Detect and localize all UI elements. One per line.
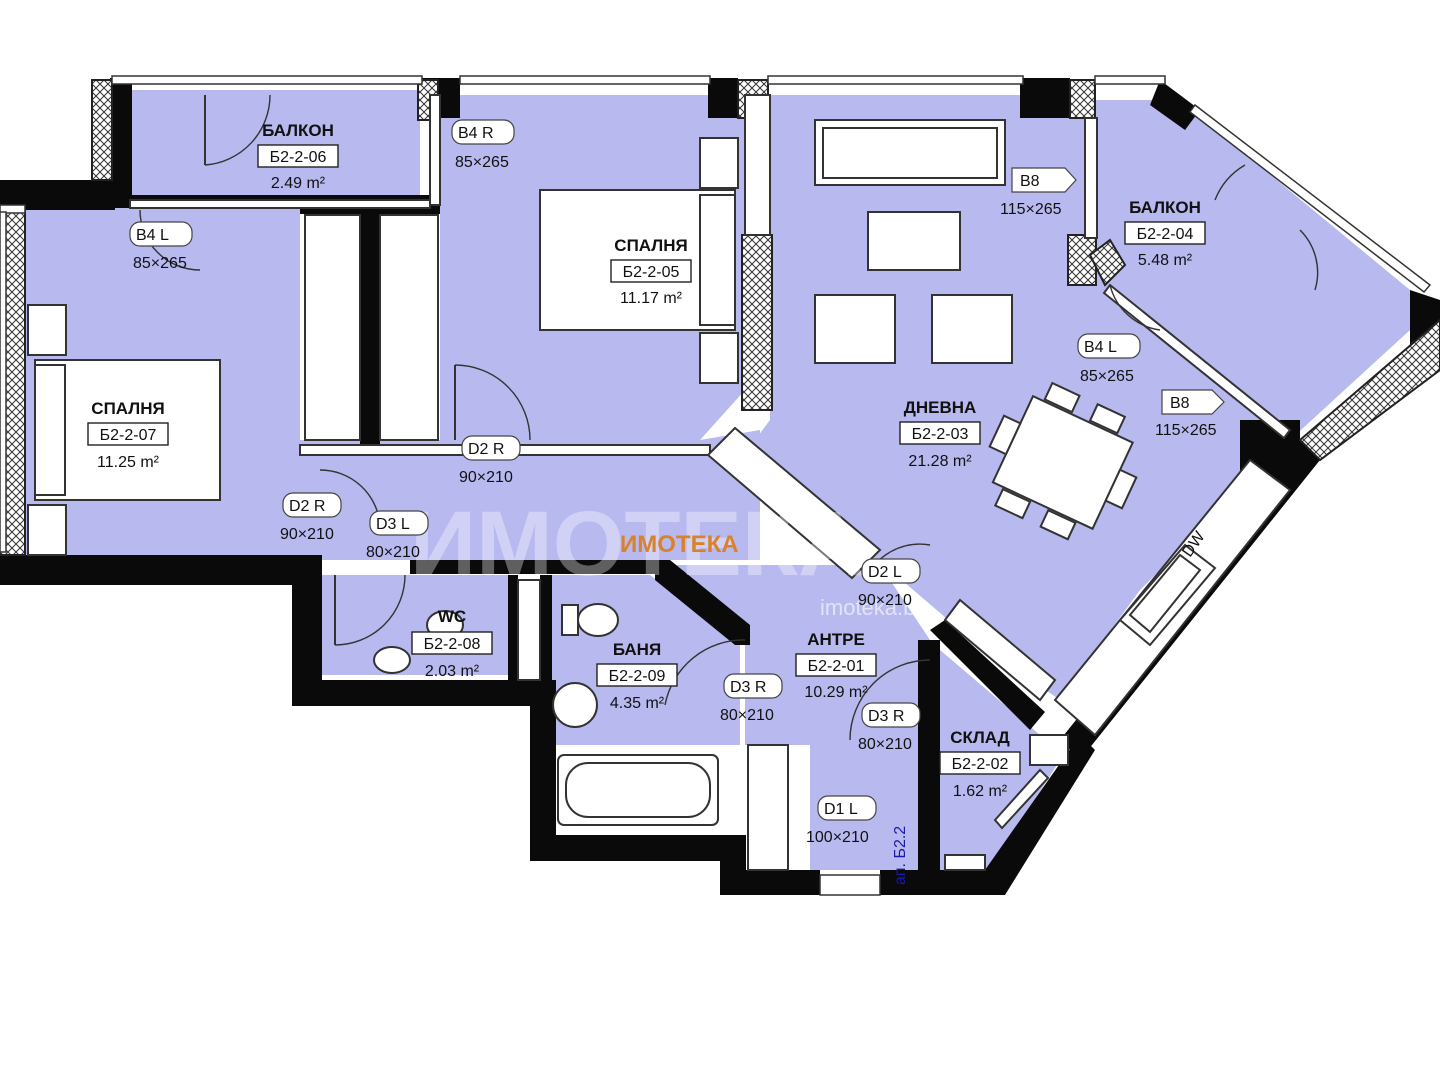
partitions <box>129 94 1292 456</box>
svg-text:Б2-2-03: Б2-2-03 <box>912 426 969 443</box>
svg-text:90×210: 90×210 <box>280 526 334 543</box>
svg-text:Б2-2-05: Б2-2-05 <box>623 264 680 281</box>
svg-text:10.29 m²: 10.29 m² <box>804 684 868 701</box>
svg-text:СПАЛНЯ: СПАЛНЯ <box>614 236 687 255</box>
room-label-balcony-06: БАЛКОН Б2-2-06 2.49 m² <box>257 121 339 192</box>
svg-text:B4 L: B4 L <box>1084 339 1117 356</box>
opening-tag-b4l-living: B4 L 85×265 <box>1077 333 1141 385</box>
svg-text:D3 L: D3 L <box>376 516 410 533</box>
svg-text:11.17 m²: 11.17 m² <box>620 290 683 307</box>
svg-text:85×265: 85×265 <box>1080 368 1134 385</box>
svg-text:115×265: 115×265 <box>1155 422 1217 439</box>
svg-text:B8: B8 <box>1020 173 1040 190</box>
svg-text:80×210: 80×210 <box>366 544 420 561</box>
svg-text:B4 L: B4 L <box>136 227 169 244</box>
opening-tag-d2r-bedroom07: D2 R 90×210 <box>280 492 342 543</box>
opening-tag-b4l-bedroom: B4 L 85×265 <box>129 221 193 272</box>
svg-text:СКЛАД: СКЛАД <box>950 728 1010 747</box>
facade-glazing <box>0 75 1432 896</box>
room-labels: БАЛКОН Б2-2-06 2.49 m² СПАЛНЯ Б2-2-05 11… <box>87 121 1206 800</box>
svg-text:D3 R: D3 R <box>730 679 766 696</box>
opening-tag-d1l-entrance: D1 L 100×210 <box>806 795 877 846</box>
svg-text:АНТРЕ: АНТРЕ <box>807 630 865 649</box>
opening-tag-d3r-storage: D3 R 80×210 <box>858 702 921 753</box>
armchair-2 <box>931 294 1013 364</box>
washbasin-wc <box>373 646 411 674</box>
svg-text:Б2-2-02: Б2-2-02 <box>952 756 1009 773</box>
svg-text:D2 L: D2 L <box>868 564 902 581</box>
svg-text:100×210: 100×210 <box>806 829 869 846</box>
armchair-1 <box>814 294 896 364</box>
svg-text:90×210: 90×210 <box>459 469 513 486</box>
svg-text:ДНЕВНА: ДНЕВНА <box>904 398 977 417</box>
svg-text:Б2-2-09: Б2-2-09 <box>609 668 666 685</box>
opening-tags: B4 R 85×265 B4 L 85×265 B8 115×265 B4 L … <box>129 119 1225 846</box>
svg-text:4.35 m²: 4.35 m² <box>610 695 665 712</box>
opening-tag-d2l-living: D2 L 90×210 <box>858 558 921 609</box>
svg-text:2.49 m²: 2.49 m² <box>271 175 326 192</box>
room-fill-balcony-04 <box>1095 100 1410 440</box>
kitchen-sink <box>1128 553 1202 634</box>
hall-wardrobe <box>747 744 789 871</box>
opening-tag-d3l-wc: D3 L 80×210 <box>366 510 429 561</box>
svg-text:80×210: 80×210 <box>720 707 774 724</box>
svg-text:85×265: 85×265 <box>133 255 187 272</box>
svg-text:Б2-2-01: Б2-2-01 <box>808 658 865 675</box>
svg-text:D2 R: D2 R <box>468 441 504 458</box>
svg-text:B8: B8 <box>1170 395 1190 412</box>
toilet-bath <box>577 603 619 637</box>
svg-text:БАЛКОН: БАЛКОН <box>262 121 334 140</box>
svg-text:B4 R: B4 R <box>458 125 494 142</box>
svg-text:D1 L: D1 L <box>824 801 858 818</box>
washbasin-bath <box>552 682 598 728</box>
svg-text:Б2-2-08: Б2-2-08 <box>424 636 481 653</box>
svg-text:90×210: 90×210 <box>858 592 912 609</box>
coffee-table <box>867 211 961 271</box>
room-label-bath: БАНЯ Б2-2-09 4.35 m² <box>596 640 678 712</box>
opening-tag-b8-right: B8 115×265 <box>1155 389 1225 439</box>
svg-text:5.48 m²: 5.48 m² <box>1138 252 1193 269</box>
wardrobe-2 <box>379 214 439 441</box>
room-label-wc: WC Б2-2-08 2.03 m² <box>411 607 493 680</box>
opening-tag-d2r-bedroom05: D2 R 90×210 <box>459 435 521 486</box>
svg-text:115×265: 115×265 <box>1000 201 1062 218</box>
opening-tag-b4r: B4 R 85×265 <box>451 119 515 171</box>
dining-table <box>988 381 1138 541</box>
svg-text:1.62 m²: 1.62 m² <box>953 783 1008 800</box>
svg-text:БАНЯ: БАНЯ <box>613 640 661 659</box>
room-label-living: ДНЕВНА Б2-2-03 21.28 m² <box>899 398 981 470</box>
apartment-label: ап. Б2.2 <box>892 826 909 885</box>
svg-text:БАЛКОН: БАЛКОН <box>1129 198 1201 217</box>
svg-text:D2 R: D2 R <box>289 498 325 515</box>
svg-text:80×210: 80×210 <box>858 736 912 753</box>
room-label-hall: АНТРЕ Б2-2-01 10.29 m² <box>795 630 877 701</box>
svg-text:85×265: 85×265 <box>455 154 509 171</box>
room-label-balcony-04: БАЛКОН Б2-2-04 5.48 m² <box>1124 198 1206 269</box>
opening-tag-b8-top: B8 115×265 <box>1000 167 1077 218</box>
svg-text:2.03 m²: 2.03 m² <box>425 663 480 680</box>
furniture <box>27 119 1292 871</box>
watermark: ИМОТЕКА ИМОТЕКА imoteka.bg <box>410 493 928 620</box>
svg-text:Б2-2-07: Б2-2-07 <box>100 427 157 444</box>
svg-text:Б2-2-06: Б2-2-06 <box>270 149 327 166</box>
svg-text:WC: WC <box>438 607 466 626</box>
svg-text:Б2-2-04: Б2-2-04 <box>1137 226 1194 243</box>
svg-text:21.28 m²: 21.28 m² <box>908 453 972 470</box>
room-label-storage: СКЛАД Б2-2-02 1.62 m² <box>939 728 1021 800</box>
watermark-main: ИМОТЕКА <box>410 493 864 595</box>
svg-text:11.25 m²: 11.25 m² <box>97 454 160 471</box>
svg-text:D3 R: D3 R <box>868 708 904 725</box>
tv-cabinet <box>706 426 882 580</box>
svg-text:СПАЛНЯ: СПАЛНЯ <box>91 399 164 418</box>
opening-tag-d3r-bath: D3 R 80×210 <box>720 673 783 724</box>
room-label-bedroom-07: СПАЛНЯ Б2-2-07 11.25 m² <box>87 399 169 471</box>
watermark-url: imoteka.bg <box>820 595 928 620</box>
room-fill-hall <box>660 565 930 870</box>
watermark-center: ИМОТЕКА <box>620 531 739 558</box>
wardrobe-1 <box>304 214 361 441</box>
room-label-bedroom-05: СПАЛНЯ Б2-2-05 11.17 m² <box>610 236 692 307</box>
